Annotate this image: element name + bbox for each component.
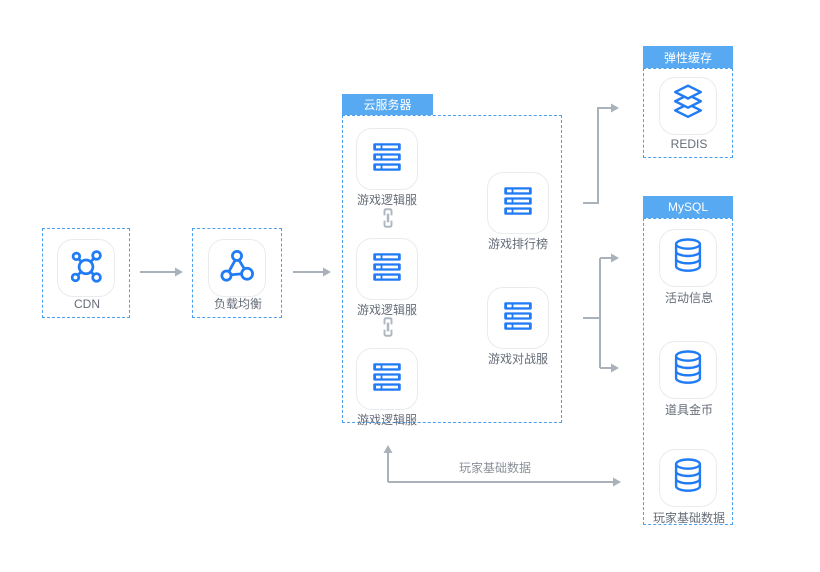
player-data-db-node — [659, 449, 717, 507]
elastic-cache-group-box: REDIS — [643, 68, 733, 158]
cloud-server-header: 云服务器 — [342, 94, 433, 115]
arrow-rank-to-redis — [583, 103, 619, 204]
database-icon — [666, 346, 710, 395]
server-icon — [496, 294, 540, 343]
mysql-branch-line — [583, 258, 601, 368]
server-icon — [365, 355, 409, 404]
server-icon — [365, 135, 409, 184]
game-logic-server-node — [356, 128, 418, 190]
game-logic-server-node — [356, 348, 418, 410]
database-icon — [666, 234, 710, 283]
items-coins-db-node — [659, 341, 717, 399]
elastic-cache-header: 弹性缓存 — [643, 46, 733, 68]
player-data-db-label: 玩家基础数据 — [652, 511, 725, 525]
load-balancer-label: 负载均衡 — [213, 297, 262, 311]
game-logic-server-label: 游戏逻辑服 — [356, 303, 417, 317]
activity-db-label: 活动信息 — [664, 291, 713, 305]
items-coins-db-label: 道具金币 — [664, 403, 713, 417]
load-balancer-node — [208, 239, 266, 297]
mysql-group-box: 活动信息 道具金币 — [643, 218, 733, 525]
game-rank-server-node — [487, 172, 549, 234]
redis-label: REDIS — [670, 137, 708, 151]
cdn-icon — [64, 244, 108, 293]
chain-link-icon — [381, 205, 395, 236]
game-rank-server-label: 游戏排行榜 — [487, 237, 548, 251]
game-logic-server-label: 游戏逻辑服 — [356, 413, 417, 427]
server-icon — [365, 245, 409, 294]
game-logic-server-label: 游戏逻辑服 — [356, 193, 417, 207]
activity-db-node — [659, 229, 717, 287]
load-balancer-icon — [215, 244, 259, 293]
cdn-group-box: CDN — [42, 228, 130, 318]
game-battle-server-label: 游戏对战服 — [487, 352, 548, 366]
game-battle-server-node — [487, 287, 549, 349]
cdn-label: CDN — [74, 297, 100, 311]
mysql-title: MySQL — [667, 200, 708, 214]
chain-link-icon — [381, 314, 395, 345]
cloud-server-title: 云服务器 — [363, 98, 412, 112]
player-data-edge-label: 玩家基础数据 — [458, 461, 531, 475]
game-logic-server-node — [356, 238, 418, 300]
redis-node — [659, 77, 717, 135]
mysql-header: MySQL — [643, 196, 733, 218]
load-balancer-group-box: 负载均衡 — [192, 228, 282, 318]
redis-stack-icon — [666, 82, 710, 131]
cdn-node — [57, 239, 115, 297]
server-icon — [496, 179, 540, 228]
database-icon — [666, 454, 710, 503]
elastic-cache-title: 弹性缓存 — [663, 50, 712, 65]
